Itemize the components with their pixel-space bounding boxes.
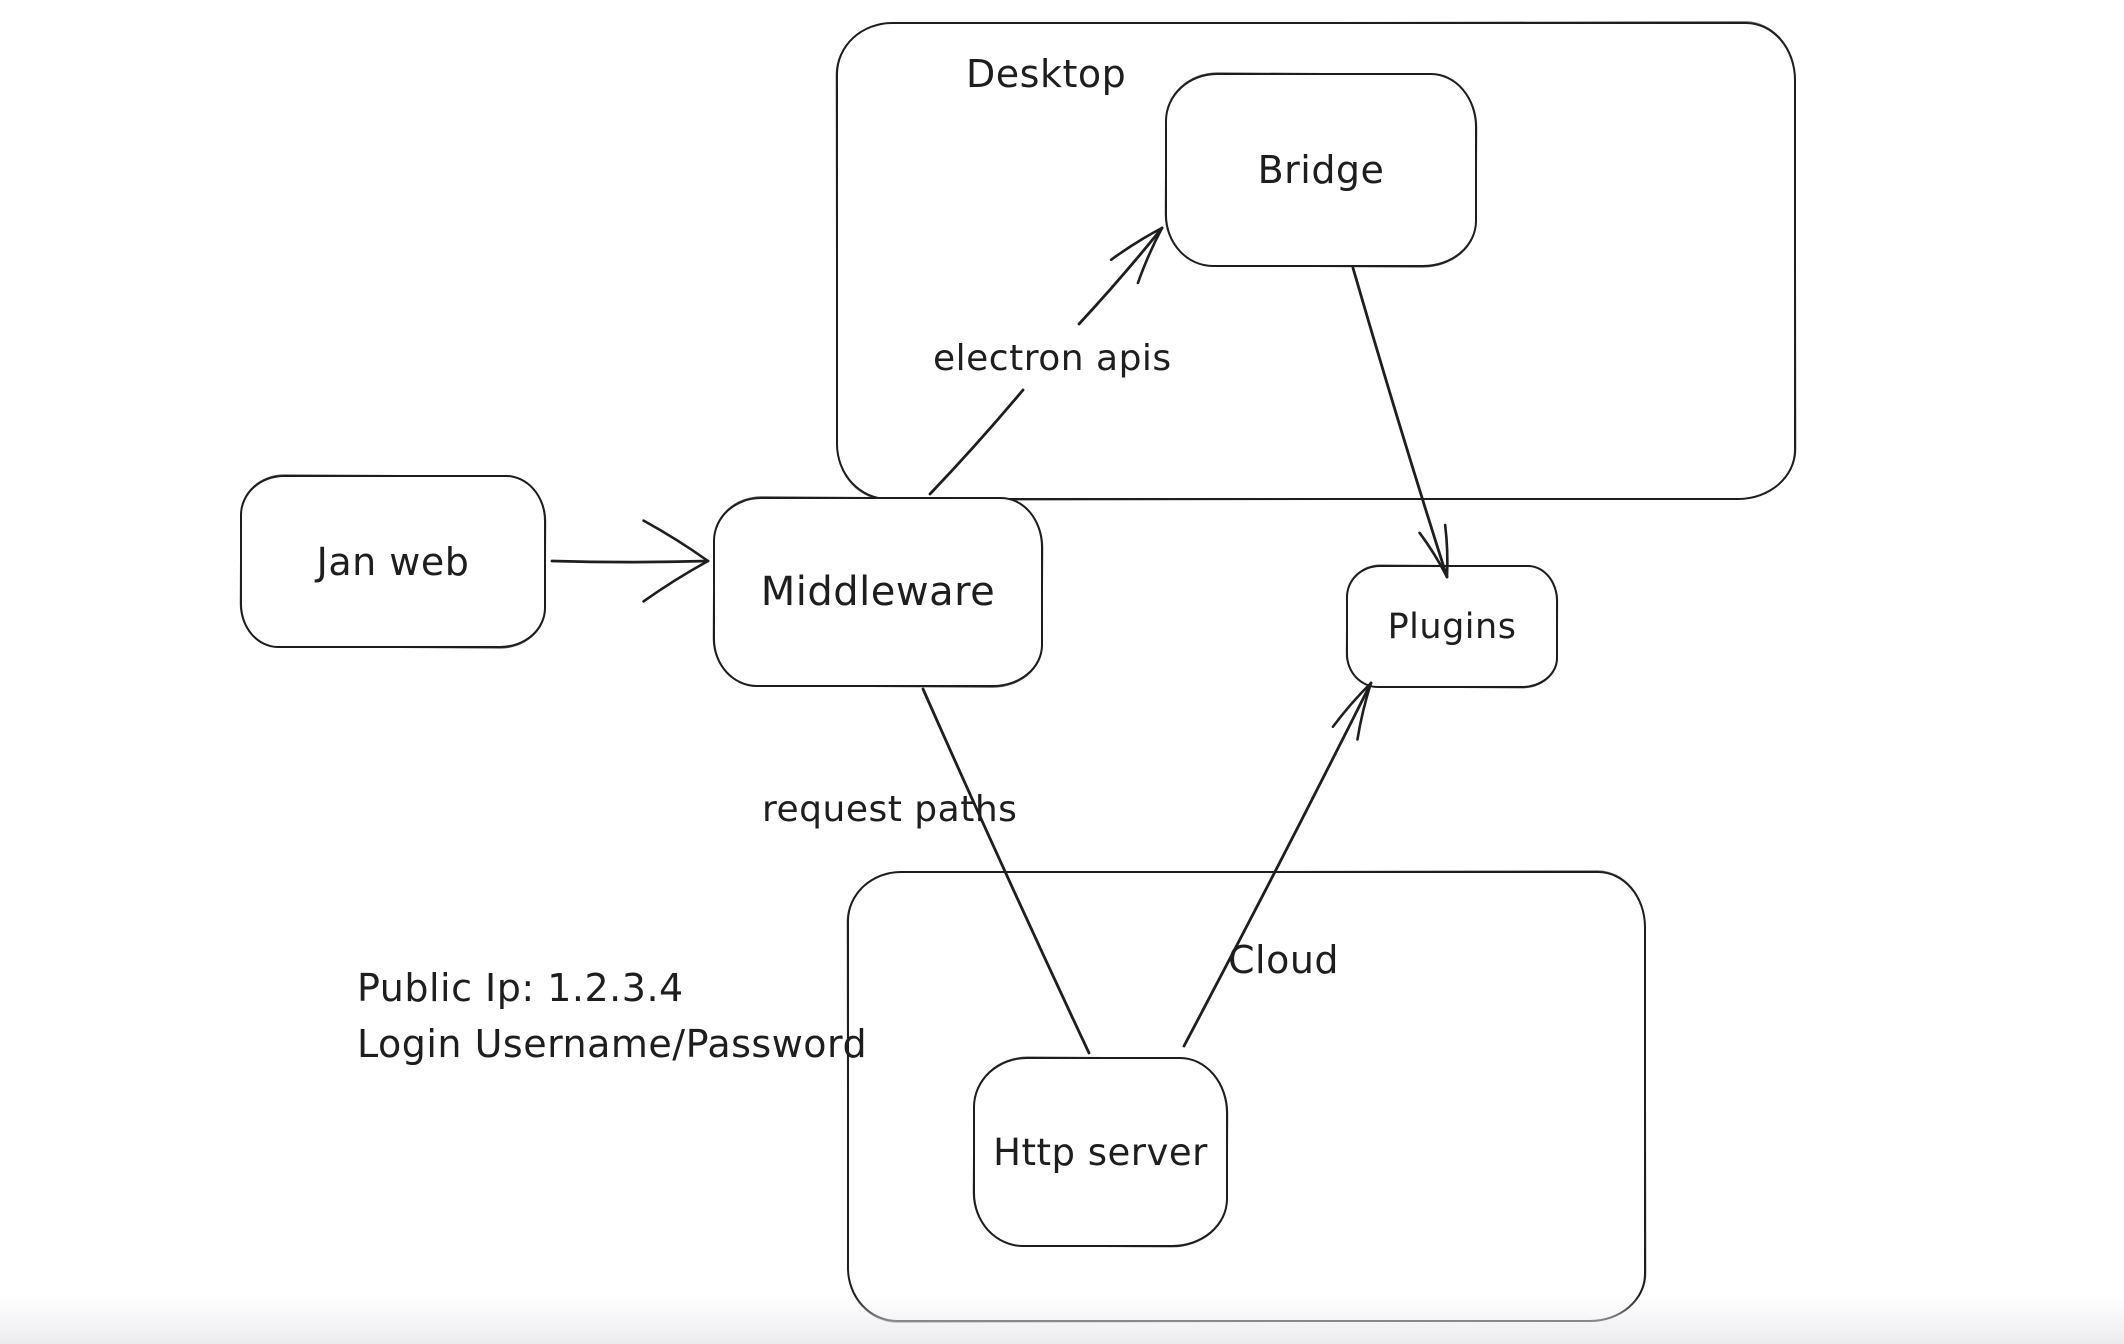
edge-label-request-paths[interactable]: request paths: [762, 789, 1018, 830]
node-bridge[interactable]: Bridge: [1165, 73, 1477, 267]
node-plugins-label: Plugins: [1387, 606, 1517, 647]
arrow-janweb-to-middleware[interactable]: [550, 519, 710, 603]
note-public-ip: Public Ip: 1.2.3.4: [357, 966, 684, 1010]
node-http-server[interactable]: Http server: [973, 1057, 1228, 1247]
node-bridge-label: Bridge: [1257, 148, 1385, 192]
arrow-middleware-to-bridge-lower[interactable]: [928, 388, 1025, 496]
node-http-server-label: Http server: [993, 1130, 1208, 1174]
node-jan-web-label: Jan web: [316, 539, 470, 584]
node-plugins[interactable]: Plugins: [1346, 565, 1558, 688]
container-cloud-label[interactable]: Cloud: [1228, 938, 1340, 982]
note-login: Login Username/Password: [357, 1022, 868, 1066]
node-middleware-label: Middleware: [760, 569, 996, 615]
edge-label-electron-apis[interactable]: electron apis: [933, 338, 1172, 379]
arrow-bridge-to-plugins[interactable]: [1351, 266, 1449, 579]
arrow-httpserver-to-plugins[interactable]: [1182, 681, 1373, 1048]
node-jan-web[interactable]: Jan web: [240, 475, 546, 648]
container-desktop[interactable]: [836, 22, 1796, 500]
line-middleware-to-httpserver[interactable]: [921, 687, 1091, 1055]
node-middleware[interactable]: Middleware: [713, 497, 1043, 687]
container-desktop-label[interactable]: Desktop: [966, 52, 1127, 96]
notes-text[interactable]: Public Ip: 1.2.3.4 Login Username/Passwo…: [357, 960, 867, 1072]
arrow-middleware-to-bridge-upper[interactable]: [1077, 226, 1164, 326]
